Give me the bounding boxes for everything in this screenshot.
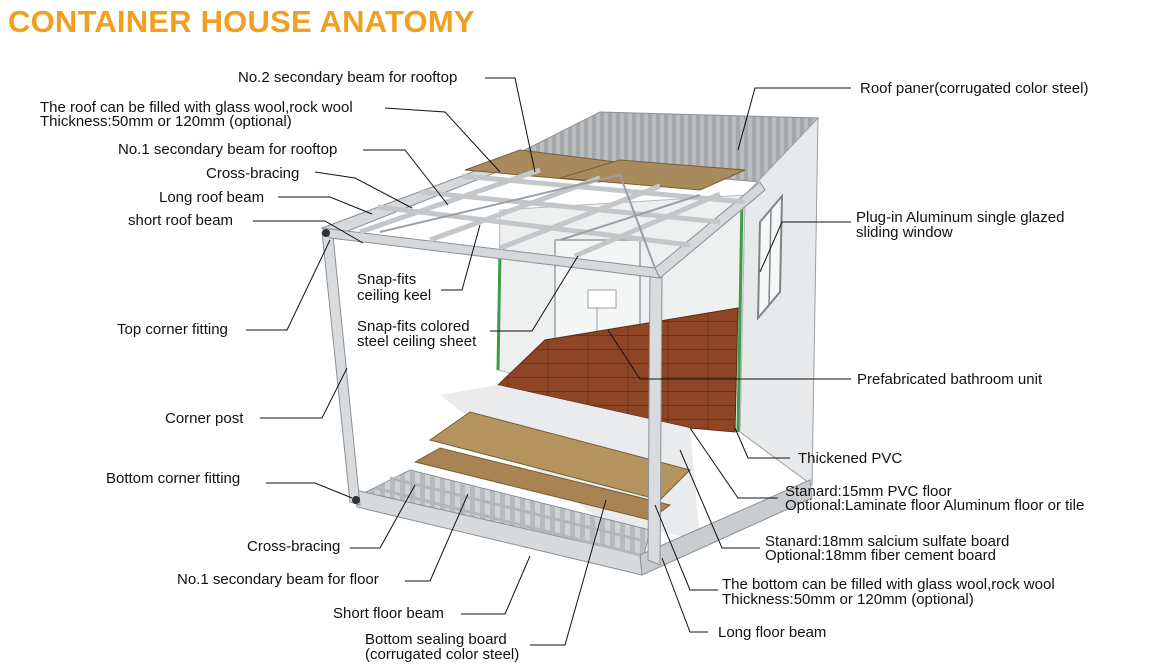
label-bottom-fill-2: Thickness:50mm or 120mm (optional) (722, 591, 974, 608)
label-short-roof-beam: short roof beam (128, 212, 234, 229)
page-title: CONTAINER HOUSE ANATOMY (8, 4, 475, 39)
label-roof-panel: Roof paner(corrugated color steel) (860, 80, 1089, 97)
label-window-1: Plug-in Aluminum single glazed (856, 209, 1065, 226)
label-long-roof-beam: Long roof beam (159, 189, 265, 206)
label-corner-post: Corner post (165, 410, 244, 427)
roof-secondary-beams (359, 167, 746, 259)
label-snap-sheet-2: steel ceiling sheet (357, 333, 477, 350)
label-bottom-fill-1: The bottom can be filled with glass wool… (722, 576, 1055, 593)
label-bathroom: Prefabricated bathroom unit (857, 371, 1043, 388)
roof-cross-bracing (379, 174, 701, 269)
label-sealing-2: (corrugated color steel) (365, 646, 520, 663)
corner-post (321, 231, 361, 506)
label-pvc-floor-1: Stanard:15mm PVC floor (785, 483, 952, 500)
label-no1-roof-beam: No.1 secondary beam for rooftop (118, 141, 338, 158)
label-cross-bracing-bottom: Cross-bracing (247, 538, 341, 555)
label-board-2: Optional:18mm fiber cement board (765, 547, 996, 564)
label-window-2: sliding window (856, 224, 953, 241)
label-board-1: Stanard:18mm salcium sulfate board (765, 533, 1010, 550)
label-top-corner: Top corner fitting (117, 321, 228, 338)
label-roof-fill-2: Thickness:50mm or 120mm (optional) (40, 113, 292, 130)
top-corner-fitting (322, 229, 330, 237)
label-snap-keel-1: Snap-fits (357, 271, 417, 288)
label-pvc: Thickened PVC (798, 450, 903, 467)
label-snap-keel-2: ceiling keel (357, 287, 432, 304)
label-short-floor-beam: Short floor beam (333, 605, 444, 622)
label-snap-sheet-1: Snap-fits colored (357, 318, 470, 335)
label-sealing-1: Bottom sealing board (365, 631, 507, 648)
label-no1-floor-beam: No.1 secondary beam for floor (177, 571, 379, 588)
floor-secondary-beams (374, 476, 641, 557)
label-no2-roof-beam: No.2 secondary beam for rooftop (238, 69, 458, 86)
leader-lines (246, 77, 851, 646)
label-bottom-corner: Bottom corner fitting (106, 470, 241, 487)
bottom-corner-fitting (352, 496, 360, 504)
label-pvc-floor-2: Optional:Laminate floor Aluminum floor o… (785, 497, 1085, 514)
label-cross-bracing-top: Cross-bracing (206, 165, 300, 182)
sulfate-boards (428, 411, 691, 501)
label-long-floor-beam: Long floor beam (718, 624, 827, 641)
label-roof-fill-1: The roof can be filled with glass wool,r… (40, 99, 353, 116)
